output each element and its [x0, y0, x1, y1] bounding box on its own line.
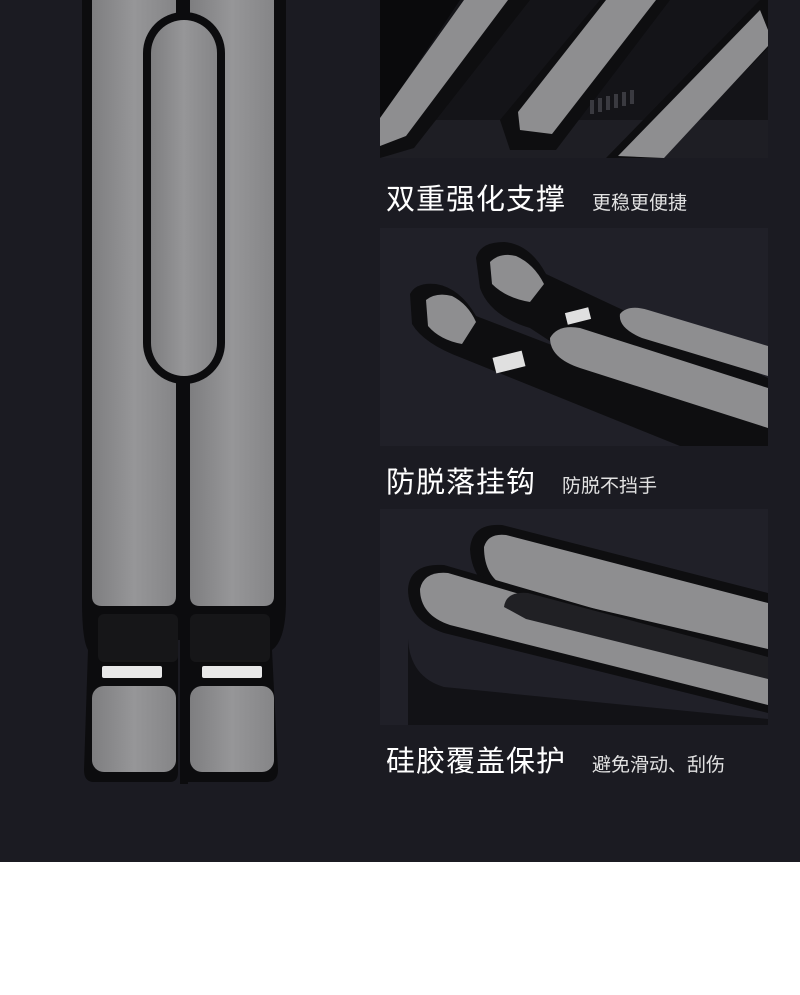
folded-stand-image [76, 0, 292, 790]
feature-caption-2: 防脱落挂钩 防脱不挡手 [386, 459, 657, 501]
feature-caption-1: 双重强化支撑 更稳更便捷 [386, 176, 687, 218]
feature-photo-support [380, 0, 768, 158]
feature-subtitle: 避免滑动、刮伤 [592, 754, 726, 776]
feature-subtitle: 防脱不挡手 [562, 475, 658, 497]
blank-bottom-area [0, 862, 800, 995]
feature-title: 硅胶覆盖保护 [386, 744, 567, 778]
feature-title: 防脱落挂钩 [386, 465, 537, 499]
feature-title: 双重强化支撑 [386, 182, 567, 216]
feature-photo-silicone [380, 509, 768, 725]
feature-caption-3: 硅胶覆盖保护 避免滑动、刮伤 [386, 738, 725, 780]
feature-subtitle: 更稳更便捷 [592, 192, 688, 214]
feature-photo-hook [380, 228, 768, 446]
product-detail-banner: 双重强化支撑 更稳更便捷 防脱落挂钩 防脱不挡手 [0, 0, 800, 862]
